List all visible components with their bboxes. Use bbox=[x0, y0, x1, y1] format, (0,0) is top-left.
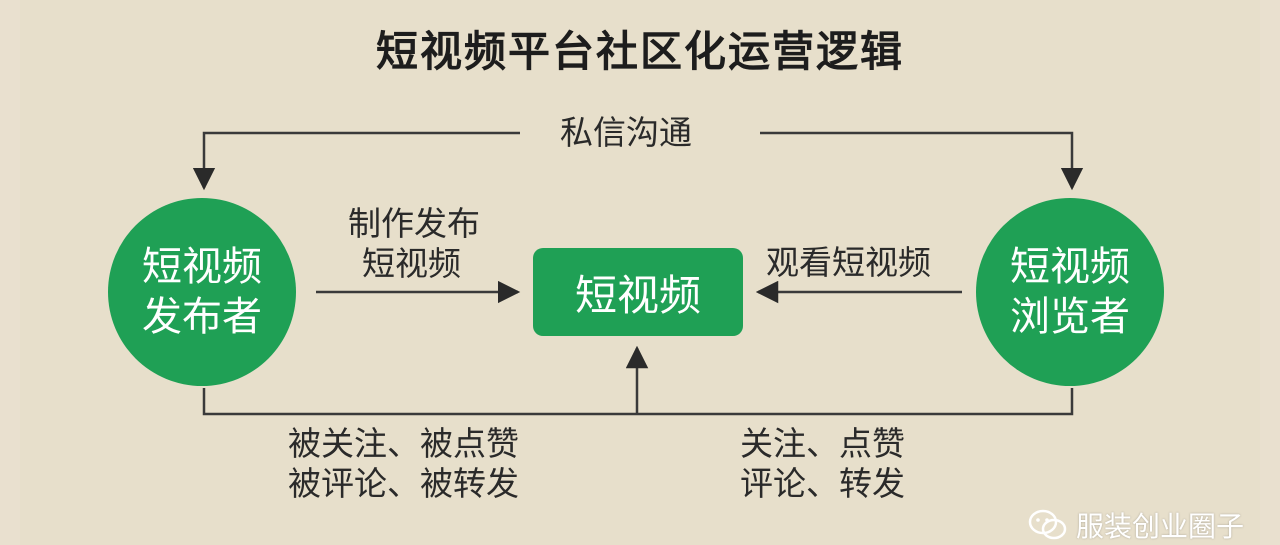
publisher-line2: 发布者 bbox=[142, 294, 262, 340]
publisher-line1: 短视频 bbox=[142, 244, 262, 290]
publisher-circle: 短视频 发布者 bbox=[108, 198, 296, 386]
private-message-label: 私信沟通 bbox=[560, 113, 692, 152]
watermark-text: 服装创业圈子 bbox=[1075, 510, 1244, 543]
diagram-title: 短视频平台社区化运营逻辑 bbox=[375, 27, 904, 76]
publish-label-line2: 短视频 bbox=[362, 244, 461, 283]
viewer-circle: 短视频 浏览者 bbox=[976, 198, 1164, 386]
viewer-line1: 短视频 bbox=[1010, 244, 1130, 290]
top-connector-left bbox=[192, 131, 520, 191]
viewer-actions-line2: 评论、转发 bbox=[740, 464, 905, 503]
publisher-feedback-line2: 被评论、被转发 bbox=[288, 464, 519, 503]
viewer-line2: 浏览者 bbox=[1010, 294, 1130, 340]
watch-label: 观看短视频 bbox=[766, 243, 931, 282]
viewer-actions-line1: 关注、点赞 bbox=[740, 424, 905, 463]
watermark: 服装创业圈子 bbox=[1028, 505, 1244, 545]
publisher-feedback-line1: 被关注、被点赞 bbox=[288, 424, 519, 463]
publish-label-line1: 制作发布 bbox=[348, 204, 480, 243]
wechat-icon bbox=[1028, 509, 1067, 540]
short-video-box: 短视频 bbox=[533, 248, 743, 336]
top-connector-right bbox=[760, 131, 1084, 191]
